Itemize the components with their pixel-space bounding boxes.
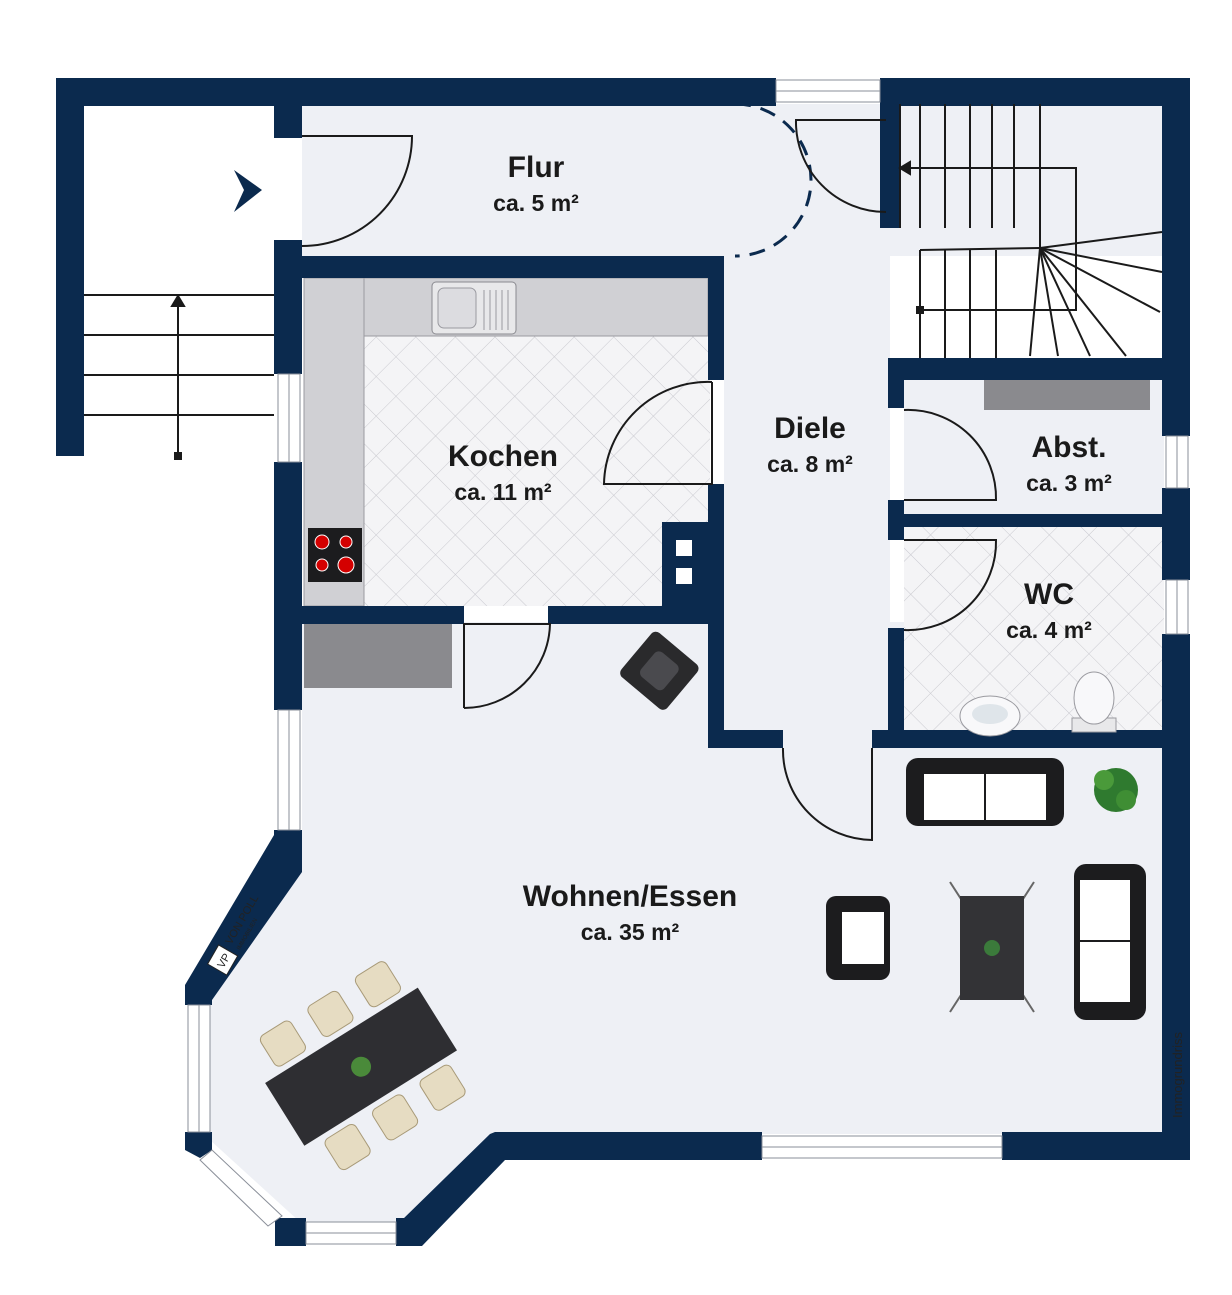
room-name-flur: Flur	[508, 151, 565, 184]
room-area-flur: ca. 5 m²	[493, 190, 579, 216]
stove	[308, 528, 362, 582]
armchair-kitchen	[620, 631, 699, 710]
sofa-right	[1074, 864, 1146, 1020]
room-area-wohnen: ca. 35 m²	[581, 919, 680, 945]
toilet	[1071, 671, 1117, 733]
room-name-diele: Diele	[774, 412, 846, 445]
room-labels: Flur ca. 5 m² Kochen ca. 11 m² Diele ca.…	[448, 151, 1112, 945]
coffee-table	[949, 881, 1035, 1013]
arrow-icon	[234, 170, 262, 212]
sideboard	[304, 624, 452, 688]
stairs-left	[84, 294, 274, 460]
room-name-wohnen: Wohnen/Essen	[523, 880, 737, 913]
windows	[187, 79, 1189, 1245]
credit-text: Immogrundriss	[1170, 1032, 1185, 1118]
abst-shelf	[984, 380, 1150, 410]
room-name-kochen: Kochen	[448, 440, 558, 473]
dining-set	[259, 961, 466, 1171]
stairs-right	[898, 104, 1163, 358]
outlets	[676, 540, 692, 584]
room-name-abst: Abst.	[1032, 431, 1107, 464]
room-area-kochen: ca. 11 m²	[454, 479, 552, 505]
sofa-top	[906, 758, 1064, 826]
doors	[301, 102, 998, 842]
room-area-diele: ca. 8 m²	[767, 451, 853, 477]
sink	[431, 281, 517, 335]
washbasin	[959, 695, 1021, 737]
armchair-living	[826, 896, 890, 980]
room-area-wc: ca. 4 m²	[1006, 617, 1092, 643]
plant-icon	[1094, 768, 1138, 812]
room-area-abst: ca. 3 m²	[1026, 470, 1112, 496]
room-name-wc: WC	[1024, 578, 1074, 611]
